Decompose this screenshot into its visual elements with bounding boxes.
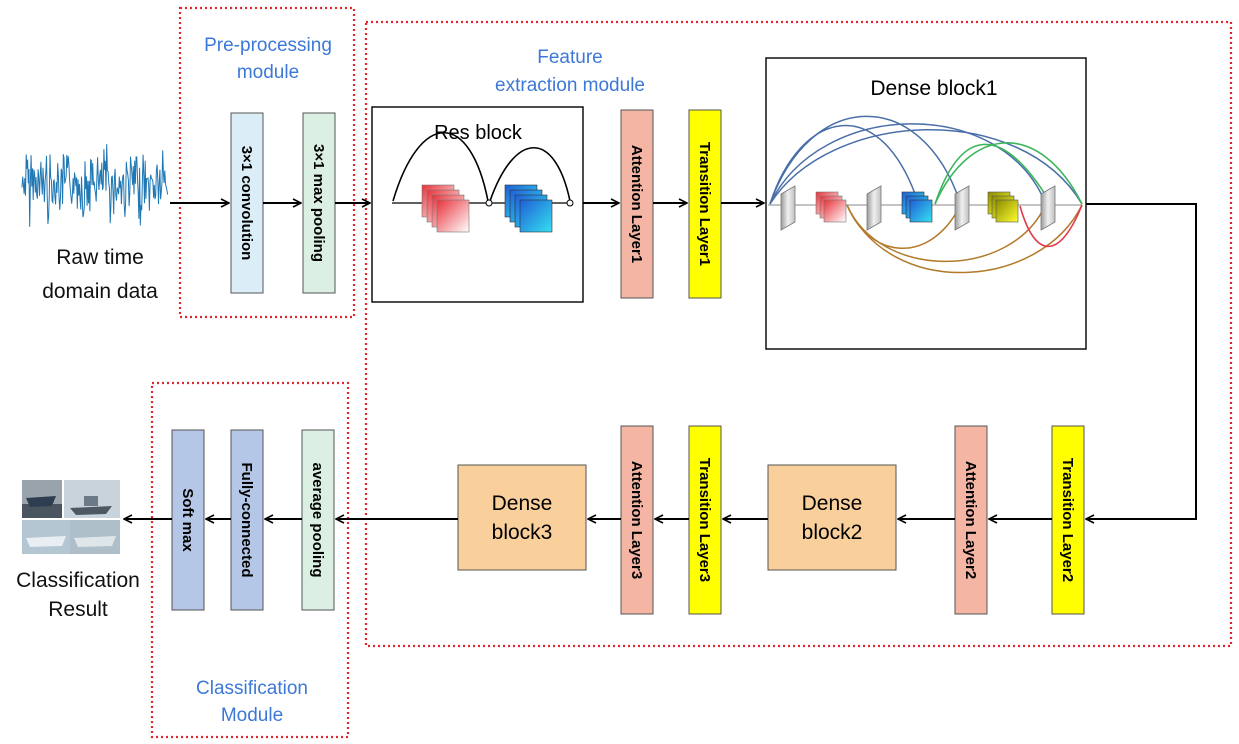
feature-title-line1: Feature	[537, 47, 602, 68]
feature-title-line2: extraction module	[495, 75, 645, 96]
preprocessing-module-box	[178, 6, 356, 319]
attention-layer-1-label: Attention Layer1	[628, 145, 645, 263]
transition-layer-2	[1051, 425, 1085, 615]
attention-layer-3	[620, 425, 654, 615]
dense-block-2-label-line1: Dense	[802, 492, 863, 515]
flow-arrows	[124, 203, 1197, 519]
conv-layer	[230, 112, 264, 294]
dense-block-3-label-line2: block3	[492, 521, 553, 544]
attention-layer-3-label: Attention Layer3	[628, 461, 645, 579]
conv-layer-label: 3×1 convolution	[238, 146, 255, 261]
result-caption-line2: Result	[48, 598, 108, 621]
avgpool-layer	[301, 429, 335, 611]
feature-module-box	[364, 20, 1233, 648]
softmax-layer	[171, 429, 205, 611]
fc-layer-label: Fully-connected	[238, 462, 255, 577]
transition-layer-2-label: Transition Layer2	[1059, 458, 1076, 582]
preprocessing-title-line1: Pre-processing	[204, 35, 332, 56]
maxpool-layer-label: 3×1 max pooling	[310, 144, 327, 262]
res-block-label: Res block	[434, 122, 523, 144]
raw-signal-image	[20, 135, 170, 233]
raw-data-caption-line2: domain data	[42, 280, 158, 303]
attention-layer-1	[620, 109, 654, 299]
preprocessing-title-line2: module	[237, 62, 299, 83]
transition-layer-1	[688, 109, 722, 299]
softmax-layer-label: Soft max	[179, 488, 196, 552]
boat-images	[22, 480, 120, 554]
maxpool-layer	[302, 112, 336, 294]
transition-layer-1-label: Transition Layer1	[696, 142, 713, 266]
dense-block-1-internals	[768, 115, 1083, 274]
raw-data-caption-line1: Raw time	[56, 246, 144, 269]
classification-title-line1: Classification	[196, 678, 308, 699]
avgpool-layer-label: average pooling	[309, 462, 326, 577]
classification-title-line2: Module	[221, 705, 283, 726]
dense-block-3-label-line1: Dense	[492, 492, 553, 515]
attention-layer-2-label: Attention Layer2	[962, 461, 979, 579]
res-block-internals	[392, 131, 574, 233]
dense-block-3	[457, 464, 587, 571]
result-caption-line1: Classification	[16, 569, 140, 592]
dense-block-1-label: Dense block1	[870, 77, 997, 100]
dense-block-2-label-line2: block2	[802, 521, 863, 544]
transition-layer-3	[688, 425, 722, 615]
transition-layer-3-label: Transition Layer3	[696, 458, 713, 582]
fc-layer	[230, 429, 264, 611]
dense-block-2	[767, 464, 897, 571]
